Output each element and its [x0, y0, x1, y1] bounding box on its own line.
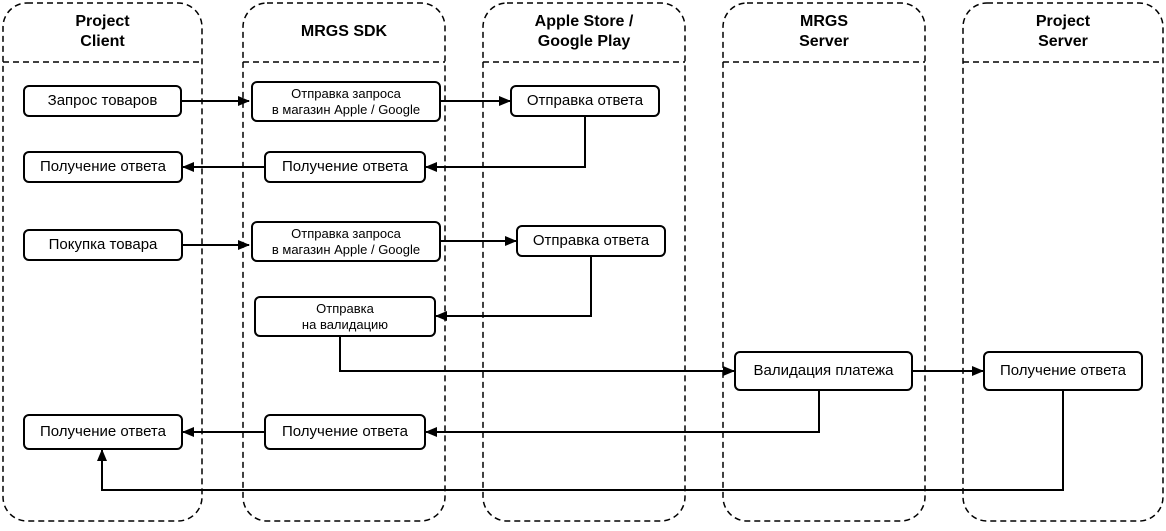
lane-mrgs-sdk — [242, 2, 446, 522]
arrow-store-response-to-sdk-2 — [435, 257, 592, 321]
box-project-server-receive: Получение ответа — [983, 351, 1143, 391]
lane-app-stores — [482, 2, 686, 522]
arrow-validation-to-mrgs-server — [339, 337, 735, 376]
lane-title-mrgs-sdk: MRGS SDK — [300, 23, 388, 40]
arrow-project-server-to-client — [97, 391, 1064, 491]
lane-project-client — [2, 2, 203, 522]
box-store-send-response-2: Отправка ответа — [516, 225, 666, 257]
box-sdk-send-request-2: Отправка запроса в магазин Apple / Googl… — [251, 221, 441, 262]
box-client-receive-response-1: Получение ответа — [23, 151, 183, 183]
box-payment-validation: Валидация платежа — [734, 351, 913, 391]
lane-title-mrgs-server: MRGS Server — [799, 13, 849, 50]
box-sdk-send-validation: Отправка на валидацию — [254, 296, 436, 337]
box-request-goods: Запрос товаров — [23, 85, 182, 117]
box-sdk-receive-response-2: Получение ответа — [264, 414, 426, 450]
lane-title-project-client: Project Client — [75, 13, 130, 50]
lane-title-app-stores: Apple Store / Google Play — [534, 13, 634, 50]
lane-project-server — [962, 2, 1164, 522]
lane-mrgs-server — [722, 2, 926, 522]
lane-title-project-server: Project Server — [1035, 13, 1091, 50]
box-client-receive-response-2: Получение ответа — [23, 414, 183, 450]
box-sdk-send-request-1: Отправка запроса в магазин Apple / Googl… — [251, 81, 441, 122]
box-purchase-goods: Покупка товара — [23, 229, 183, 261]
arrow-store-response-to-sdk-1 — [425, 117, 586, 172]
box-sdk-receive-response-1: Получение ответа — [264, 151, 426, 183]
box-store-send-response-1: Отправка ответа — [510, 85, 660, 117]
arrow-mrgs-response-to-sdk — [425, 391, 820, 437]
